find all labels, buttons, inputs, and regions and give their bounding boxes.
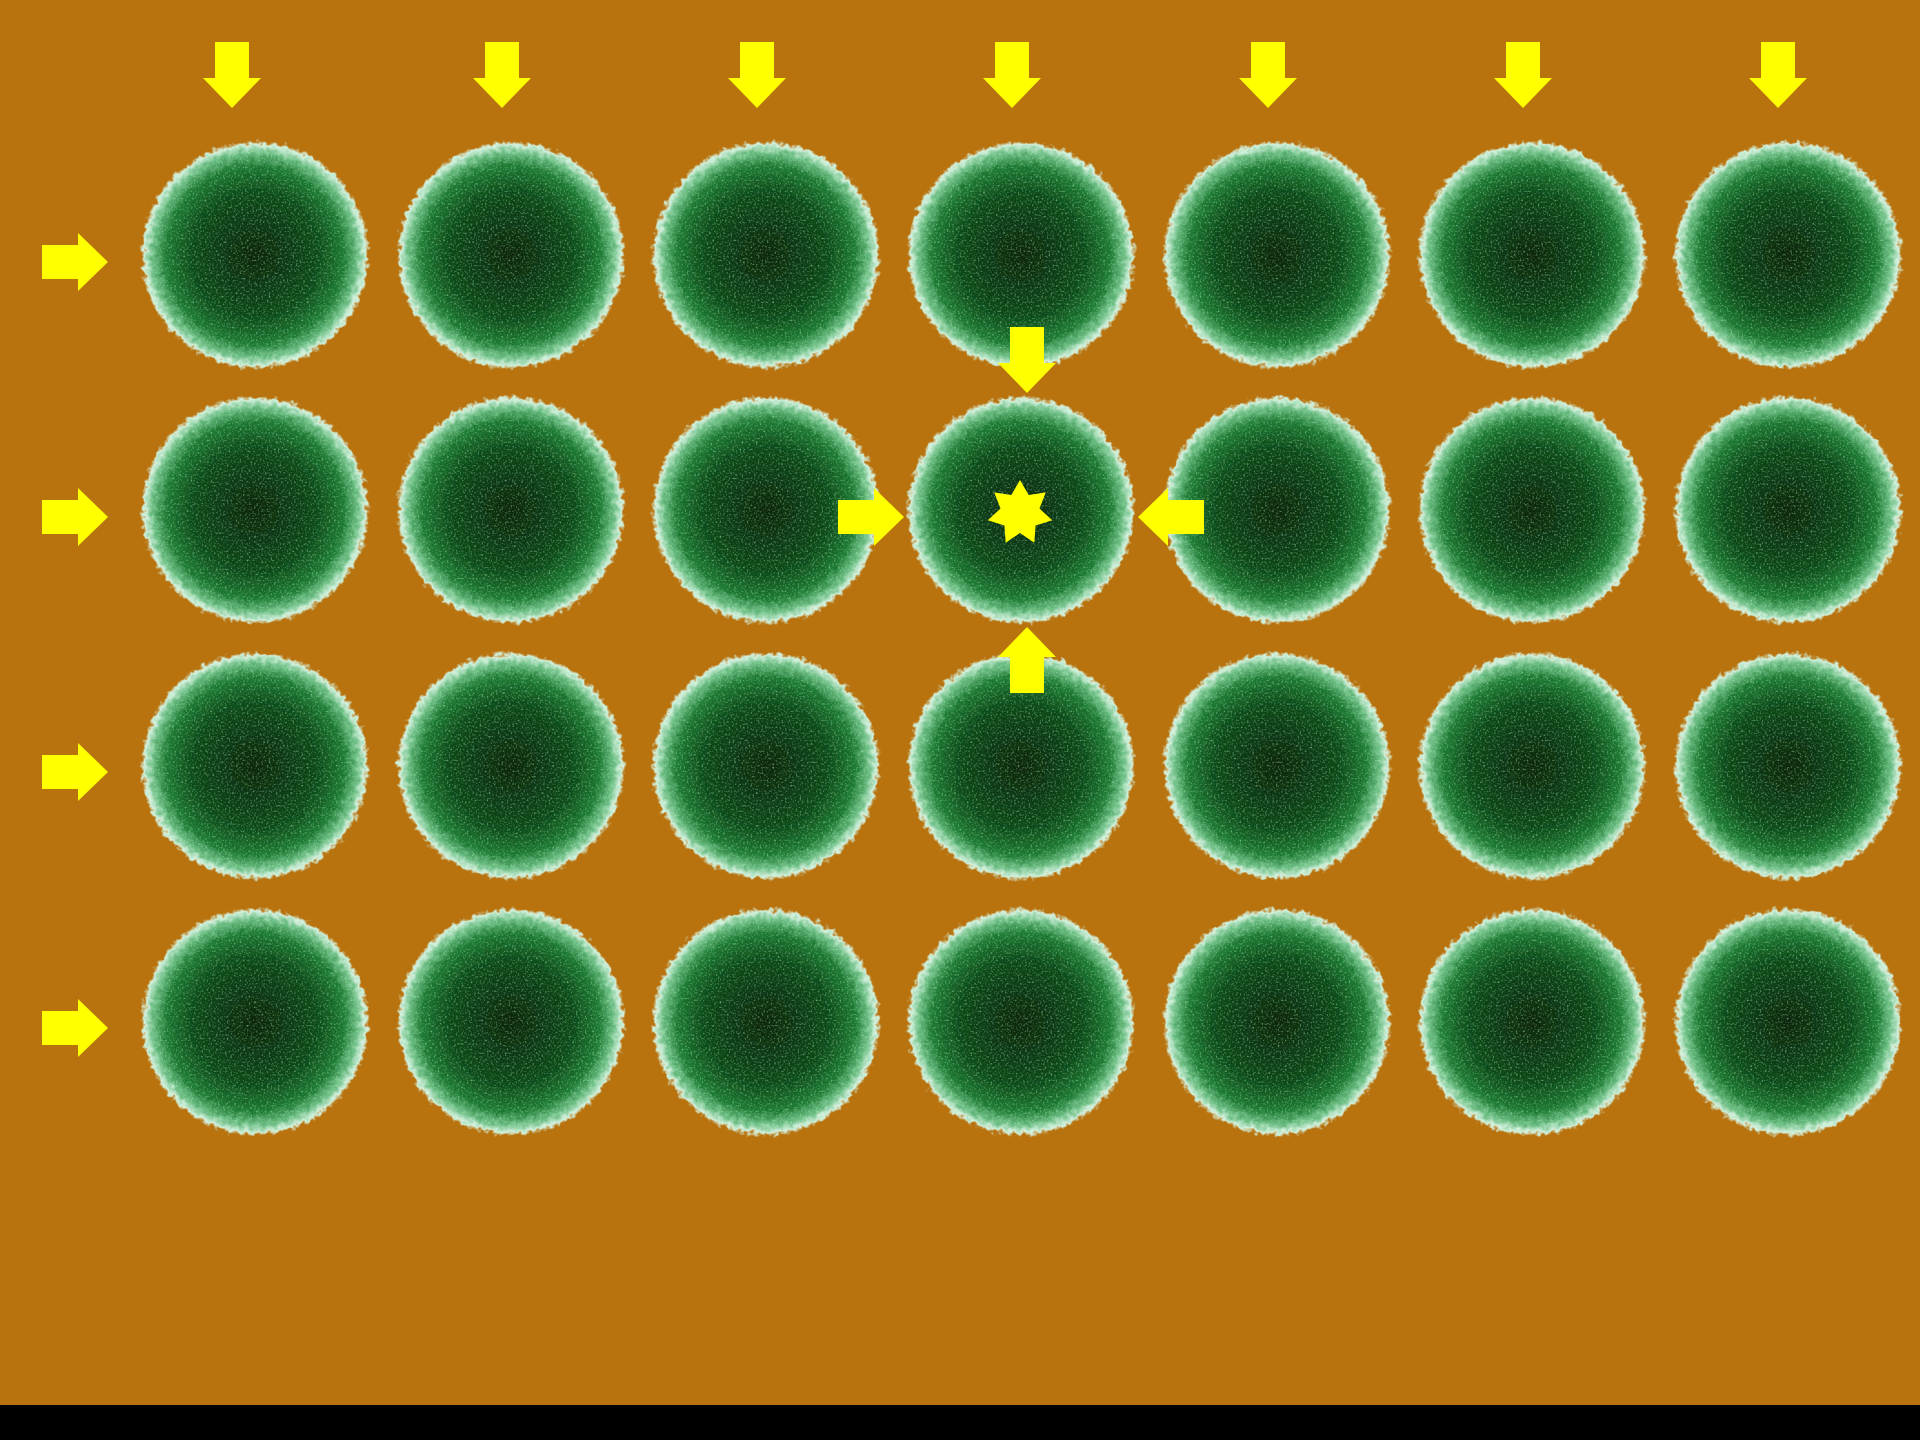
cell-texture xyxy=(151,406,359,614)
cell-texture xyxy=(1428,918,1636,1126)
cell-r1-c3 xyxy=(652,141,880,369)
cell-r1-c7 xyxy=(1674,141,1902,369)
cell-texture xyxy=(662,662,870,870)
cell-r3-c3 xyxy=(652,652,880,880)
cell-r4-c1 xyxy=(141,908,369,1136)
cell-texture xyxy=(1428,151,1636,359)
cell-grid-diagram xyxy=(0,0,1920,1405)
cell-texture xyxy=(1684,662,1892,870)
cell-r4-c5 xyxy=(1163,908,1391,1136)
cell-texture xyxy=(151,662,359,870)
cell-r3-c2 xyxy=(397,652,625,880)
cell-r3-c6 xyxy=(1418,652,1646,880)
cell-r2-c7 xyxy=(1674,396,1902,624)
cell-r3-c1 xyxy=(141,652,369,880)
cell-texture xyxy=(1173,662,1381,870)
cell-texture xyxy=(1428,406,1636,614)
cell-r1-c5 xyxy=(1163,141,1391,369)
cell-r1-c6 xyxy=(1418,141,1646,369)
cell-texture xyxy=(151,151,359,359)
cell-texture xyxy=(917,662,1125,870)
cell-r4-c4 xyxy=(907,908,1135,1136)
background-panel xyxy=(0,0,1920,1405)
cell-texture xyxy=(1684,918,1892,1126)
footer-bar xyxy=(0,1405,1920,1440)
cell-r4-c3 xyxy=(652,908,880,1136)
cell-texture xyxy=(1684,406,1892,614)
cell-texture xyxy=(407,406,615,614)
cell-texture xyxy=(151,918,359,1126)
cell-texture xyxy=(1173,406,1381,614)
cell-r4-c7 xyxy=(1674,908,1902,1136)
cell-r2-c2 xyxy=(397,396,625,624)
cell-r1-c2 xyxy=(397,141,625,369)
cell-texture xyxy=(1173,151,1381,359)
cell-r4-c6 xyxy=(1418,908,1646,1136)
cell-r3-c7 xyxy=(1674,652,1902,880)
cell-texture xyxy=(407,151,615,359)
cell-texture xyxy=(662,151,870,359)
cell-texture xyxy=(1173,918,1381,1126)
cell-texture xyxy=(1684,151,1892,359)
cell-r2-c6 xyxy=(1418,396,1646,624)
cell-texture xyxy=(917,918,1125,1126)
cell-r2-c1 xyxy=(141,396,369,624)
cell-texture xyxy=(1428,662,1636,870)
cell-texture xyxy=(662,918,870,1126)
cell-r1-c1 xyxy=(141,141,369,369)
cell-r4-c2 xyxy=(397,908,625,1136)
cell-r3-c5 xyxy=(1163,652,1391,880)
cell-texture xyxy=(407,918,615,1126)
cell-texture xyxy=(407,662,615,870)
